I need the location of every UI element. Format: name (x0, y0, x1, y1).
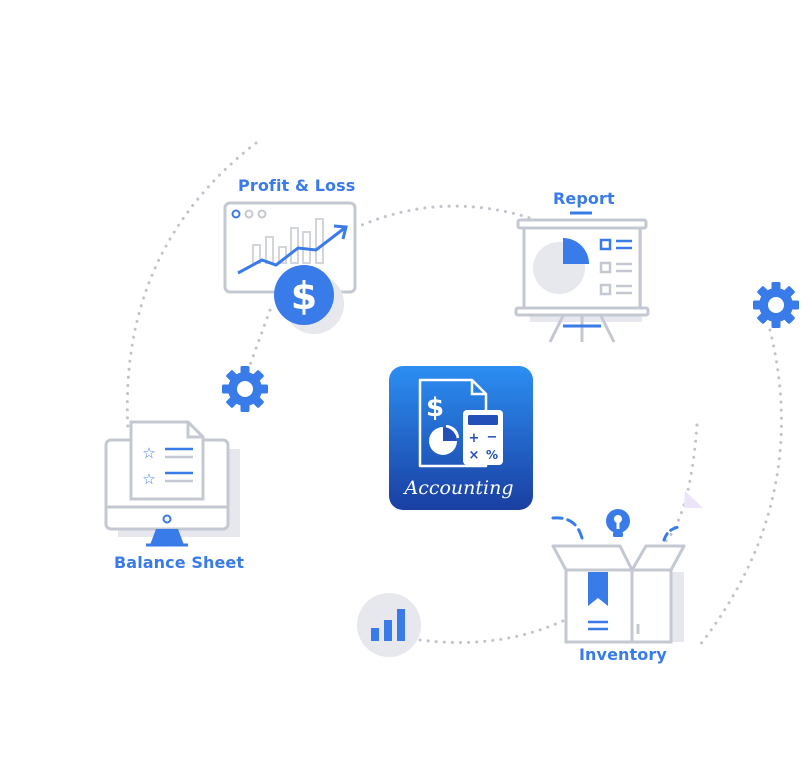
bar-chart-icon (357, 593, 421, 657)
inner-arc-top (353, 204, 532, 230)
svg-text:☆: ☆ (142, 470, 155, 488)
label-profit-loss: Profit & Loss (238, 176, 356, 195)
connector-paths (125, 141, 783, 647)
svg-text:$: $ (426, 393, 444, 423)
node-balance-sheet: ☆ ☆ (104, 420, 240, 547)
label-report: Report (553, 189, 615, 208)
svg-text:×: × (469, 448, 480, 463)
inner-arc-right (660, 423, 699, 547)
node-profit-loss: $ (223, 201, 357, 334)
label-balance-sheet: Balance Sheet (114, 553, 245, 572)
app-name: Accounting (402, 477, 513, 499)
pie-chart-icon (429, 425, 459, 455)
svg-text:$: $ (291, 274, 317, 318)
dollar-coin-icon: $ (274, 265, 344, 334)
svg-text:☆: ☆ (142, 444, 155, 462)
presentation-board-icon (514, 211, 650, 343)
sparkle-line (551, 516, 584, 540)
inner-arc-left (248, 308, 272, 367)
gear-icon (222, 366, 268, 412)
inner-arc-bottom (418, 618, 567, 644)
accounting-app-tile: $ + − × % Accounting (389, 366, 533, 510)
open-box-icon (551, 544, 686, 644)
node-report (514, 211, 650, 343)
outer-arc-left (125, 141, 258, 432)
svg-text:%: % (486, 448, 498, 462)
svg-text:+: + (469, 431, 480, 446)
node-inventory (551, 491, 703, 644)
confetti-triangle (684, 491, 703, 508)
lightbulb-icon (606, 509, 630, 537)
calculator-icon: + − × % (463, 410, 503, 465)
svg-text:−: − (487, 430, 498, 445)
sparkle-line (662, 525, 682, 542)
gear-icon (753, 282, 799, 328)
monitor-document-icon: ☆ ☆ (104, 420, 240, 547)
outer-arc-right (698, 328, 783, 647)
label-inventory: Inventory (579, 645, 667, 664)
trend-chart-monitor-icon (223, 201, 357, 294)
